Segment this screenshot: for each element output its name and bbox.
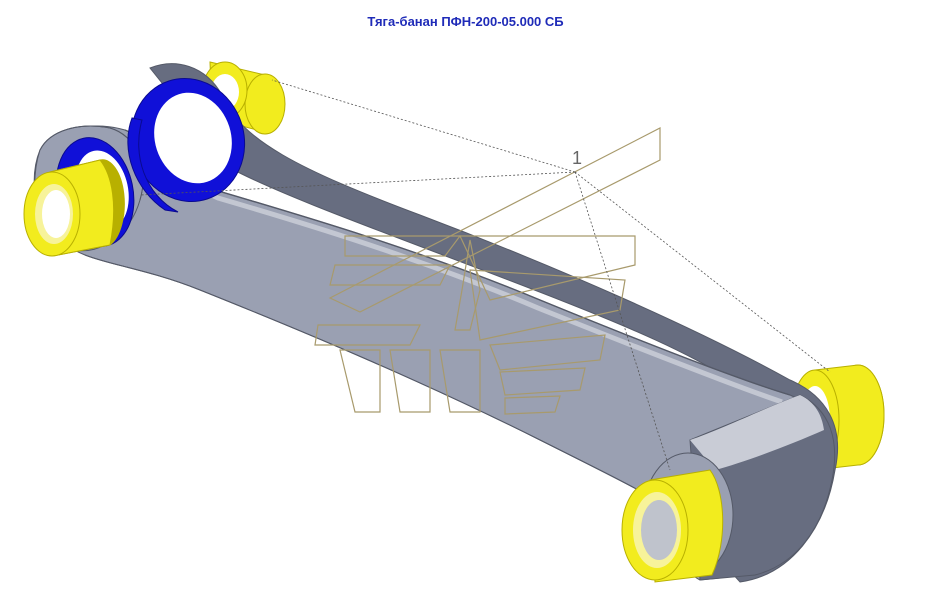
arm-back-plate	[149, 63, 839, 583]
callout-number: 1	[572, 148, 582, 168]
bushing-front-left	[23, 159, 125, 257]
watermark-logo	[314, 127, 661, 415]
bushing-front-right	[621, 469, 724, 583]
spacer-ring-upper	[127, 78, 246, 213]
leader-lines	[139, 79, 831, 471]
drawing-title: Тяга-банан ПФН-200-05.000 СБ	[367, 14, 564, 29]
